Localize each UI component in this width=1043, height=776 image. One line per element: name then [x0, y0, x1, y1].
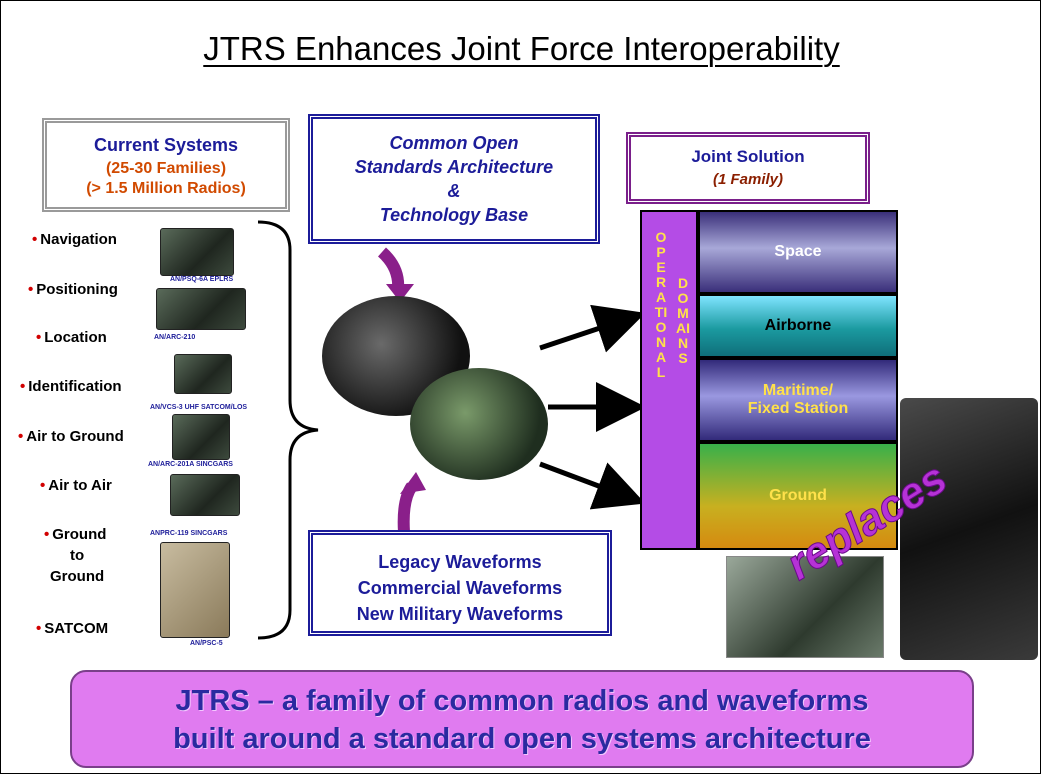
radio-photo-positioning: [156, 288, 246, 330]
common-line-1: Common Open: [389, 133, 519, 153]
radio-photo-air-to-air: [170, 474, 240, 516]
system-item-positioning: •Positioning: [28, 281, 118, 298]
radio-photo-identification: [174, 354, 232, 394]
current-systems-radios: (> 1.5 Million Radios): [86, 180, 246, 197]
system-item-air-to-air: •Air to Air: [40, 477, 112, 494]
new-jtrs-radio-photo: [726, 556, 884, 658]
system-item-to: to: [70, 547, 85, 564]
joint-solution-title: Joint Solution: [691, 147, 805, 166]
domain-maritime: Maritime/Fixed Station: [698, 358, 898, 442]
radio-label-prc119: ANPRC-119 SINCGARS: [150, 530, 228, 537]
system-item-location: •Location: [36, 329, 107, 346]
arrow-to-upper-domains: [539, 304, 646, 353]
arrow-from-waveforms-head: [400, 472, 426, 494]
operational-domains-column: OPERATIONAL DOMAINS: [640, 210, 698, 550]
radio-label-arc210: AN/ARC-210: [154, 334, 196, 341]
joint-solution-box: Joint Solution (1 Family): [626, 132, 870, 204]
system-item-ground-to-ground: •Ground: [44, 526, 107, 543]
radio-photo-navigation: [160, 228, 234, 276]
radio-photo-satcom: [160, 542, 230, 638]
common-line-3: &: [447, 181, 461, 201]
summary-line-1: JTRS – a family of common radios and wav…: [175, 685, 869, 717]
grouping-brace: [257, 220, 319, 640]
summary-banner: JTRS – a family of common radios and wav…: [70, 670, 974, 768]
common-line-4: Technology Base: [379, 205, 529, 225]
domain-space: Space: [698, 210, 898, 294]
radio-label-psc5: AN/PSC-5: [190, 640, 223, 647]
joint-solution-subtitle: (1 Family): [712, 171, 784, 188]
operational-vertical-text: OPERATIONAL: [654, 229, 668, 380]
common-line-2: Standards Architecture: [354, 157, 554, 177]
system-item-satcom: •SATCOM: [36, 620, 109, 637]
system-item-navigation: •Navigation: [32, 231, 117, 248]
waveforms-box: Legacy Waveforms Commercial Waveforms Ne…: [308, 530, 612, 636]
jtrs-radio-photo-2: [410, 368, 548, 480]
radio-photo-air-to-ground: [172, 414, 230, 460]
arrow-from-architecture-head: [386, 284, 414, 302]
domains-vertical-text: DOMAINS: [676, 275, 690, 366]
waveform-line-2: Commercial Waveforms: [357, 578, 563, 598]
radio-label-eplrs: AN/PSQ-6A EPLRS: [170, 276, 234, 283]
current-systems-box: Current Systems (25-30 Families) (> 1.5 …: [42, 118, 290, 212]
common-architecture-box: Common Open Standards Architecture & Tec…: [308, 114, 600, 244]
radio-label-arc201a: AN/ARC-201A SINCGARS: [148, 461, 233, 468]
legacy-radio-stack-photo: [900, 398, 1038, 660]
domain-ground: Ground: [698, 442, 898, 550]
summary-line-2: built around a standard open systems arc…: [173, 723, 871, 755]
domain-airborne: Airborne: [698, 294, 898, 358]
system-item-identification: •Identification: [20, 378, 122, 395]
slide-title: JTRS Enhances Joint Force Interoperabili…: [203, 30, 840, 67]
current-systems-heading: Current Systems: [93, 135, 239, 155]
waveform-line-3: New Military Waveforms: [356, 604, 564, 624]
current-systems-families: (25-30 Families): [105, 160, 227, 177]
system-item-air-to-ground: •Air to Ground: [18, 428, 124, 445]
waveform-line-1: Legacy Waveforms: [378, 552, 542, 572]
radio-label-satcom-los: AN/VCS-3 UHF SATCOM/LOS: [150, 404, 248, 411]
system-item-ground-2: Ground: [50, 568, 105, 585]
arrow-to-ground: [539, 461, 646, 510]
